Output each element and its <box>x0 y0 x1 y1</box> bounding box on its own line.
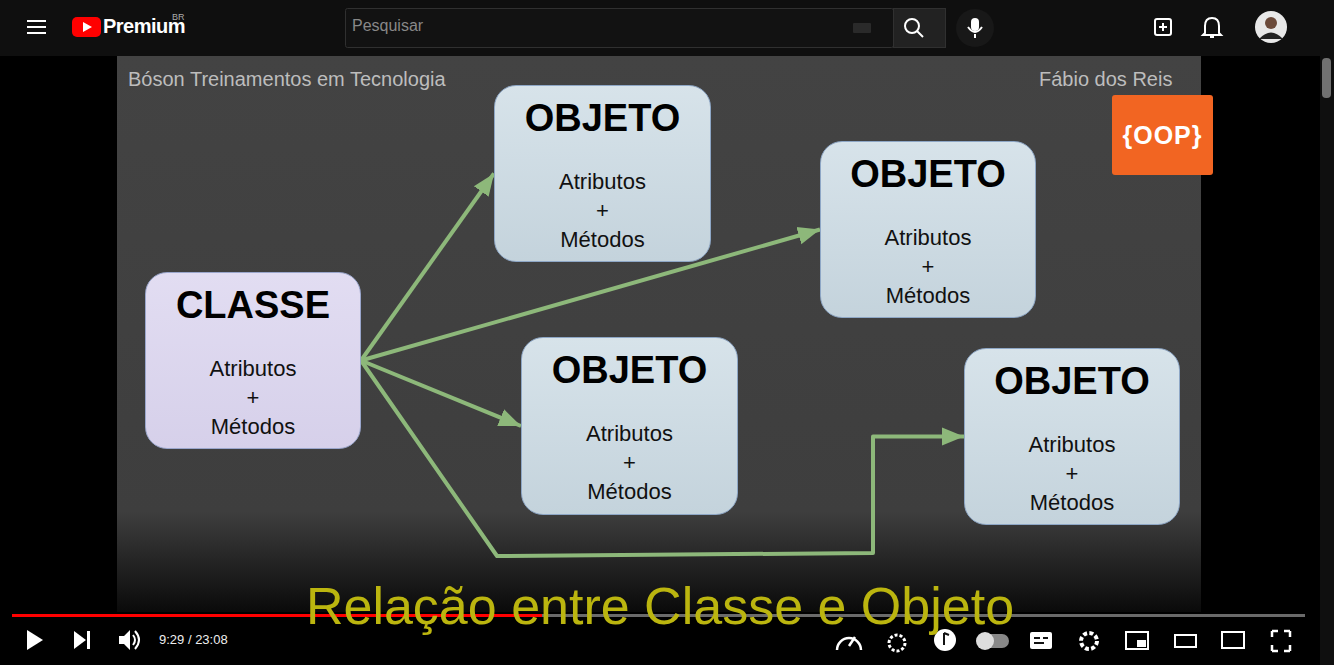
time-display: 9:29 / 23:08 <box>159 632 228 647</box>
keyboard-icon <box>853 23 871 33</box>
node-body: Atributos + Métodos <box>586 419 673 506</box>
video-slide <box>117 56 1201 612</box>
node-heading: OBJETO <box>965 359 1179 403</box>
search-box <box>346 9 894 48</box>
arrow-connector <box>361 174 494 361</box>
object-box: OBJETO Atributos + Métodos <box>820 141 1036 318</box>
node-body: Atributos + Métodos <box>210 354 297 441</box>
ambient-icon <box>889 635 905 651</box>
node-heading: OBJETO <box>821 152 1035 196</box>
mic-icon <box>971 18 979 31</box>
mic-button <box>956 9 994 47</box>
node-heading: CLASSE <box>146 283 360 327</box>
play-icon <box>27 630 43 650</box>
volume-icon <box>133 631 139 649</box>
scrollbar <box>1320 56 1334 665</box>
miniplayer-icon <box>1126 632 1148 649</box>
node-heading: OBJETO <box>522 348 737 392</box>
class-box: CLASSE Atributos + Métodos <box>145 272 361 449</box>
node-heading: {OOP} <box>1122 120 1202 150</box>
volume-icon <box>119 630 130 650</box>
youtube-logo-play <box>83 22 92 32</box>
author-watermark: Fábio dos Reis <box>1039 68 1172 90</box>
create-icon <box>1155 19 1171 35</box>
fullscreen-icon <box>1272 631 1290 651</box>
node-body: Atributos + Métodos <box>1029 430 1116 517</box>
top-bar <box>0 0 1334 56</box>
node-body: Atributos + Métodos <box>559 167 646 254</box>
object-box: OBJETO Atributos + Métodos <box>964 348 1180 525</box>
cast-icon <box>1222 632 1244 648</box>
miniplayer-icon <box>1137 640 1146 647</box>
speed-icon <box>849 637 855 646</box>
settings-icon <box>1081 633 1097 649</box>
node-body: Atributos + Métodos <box>885 223 972 310</box>
scrollbar-thumb <box>1322 58 1331 98</box>
bell-icon <box>1203 18 1221 37</box>
create-icon <box>1159 23 1167 31</box>
search-icon <box>905 19 919 33</box>
object-box: OBJETO Atributos + Métodos <box>521 337 738 515</box>
avatar <box>1259 33 1283 40</box>
oop-logo: {OOP} <box>1112 95 1213 175</box>
video-caption: Relação entre Classe e Objeto <box>306 577 1014 635</box>
search-icon <box>917 31 923 37</box>
youtube-logo <box>72 17 101 37</box>
object-box: OBJETO Atributos + Métodos <box>494 85 711 262</box>
avatar <box>1265 17 1277 29</box>
search-placeholder: Pesquisar <box>352 17 423 34</box>
subtitles-icon <box>1034 638 1048 643</box>
theater-icon <box>1175 635 1196 647</box>
region-code: BR <box>172 12 185 22</box>
next-icon <box>74 631 86 649</box>
menu-icon <box>27 20 46 34</box>
subtitles-icon <box>1030 632 1052 649</box>
channel-watermark: Bóson Treinamentos em Tecnologia <box>128 68 446 90</box>
mic-icon <box>968 27 982 38</box>
search-button <box>894 9 946 48</box>
node-heading: OBJETO <box>495 96 710 140</box>
speed-icon <box>837 638 861 650</box>
next-icon <box>87 631 90 649</box>
avatar <box>1255 11 1287 43</box>
